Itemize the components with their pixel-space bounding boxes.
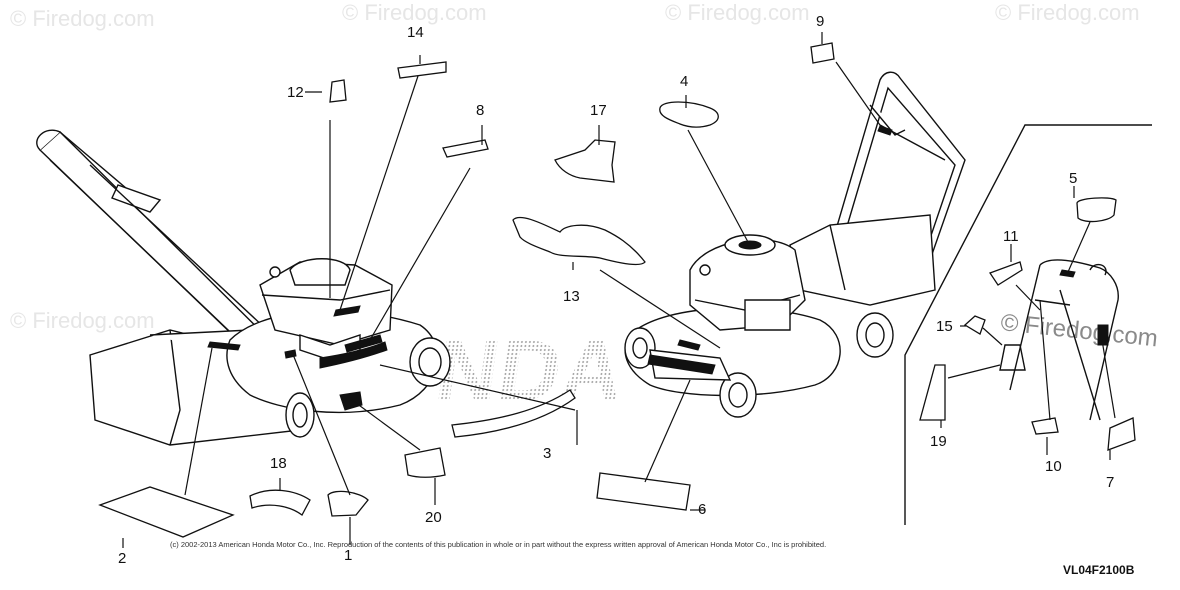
callout-9: 9 (816, 13, 824, 30)
decal-2 (98, 486, 235, 538)
callout-4: 4 (680, 73, 688, 90)
left-mower (36, 129, 451, 446)
callout-1: 1 (344, 547, 352, 564)
decal-19 (919, 364, 946, 421)
handle-detail-labels (1059, 269, 1109, 346)
callout-20: 20 (425, 509, 442, 526)
decal-9 (810, 42, 835, 64)
center-mower (624, 71, 966, 418)
decal-11 (989, 261, 1023, 286)
center-mower-labels (647, 125, 893, 375)
callout-12: 12 (287, 84, 304, 101)
callout-18: 18 (270, 455, 287, 472)
decal-15 (963, 315, 986, 335)
callout-17: 17 (590, 102, 607, 119)
decal-6 (596, 472, 691, 511)
callout-7: 7 (1106, 474, 1114, 491)
watermark-mid-left: © Firedog.com (10, 308, 155, 333)
decal-1 (327, 490, 369, 517)
decal-12 (329, 79, 347, 103)
callout-14: 14 (407, 24, 424, 41)
callout-10: 10 (1045, 458, 1062, 475)
decal-10 (1031, 417, 1059, 435)
callout-5: 5 (1069, 170, 1077, 187)
decal-7 (1107, 417, 1136, 451)
callout-8: 8 (476, 102, 484, 119)
decal-13 (512, 216, 646, 266)
leader-lines (122, 32, 1116, 548)
callout-3: 3 (543, 445, 551, 462)
decal-4 (659, 101, 719, 128)
decal-5 (1076, 197, 1117, 223)
callout-2: 2 (118, 550, 126, 567)
decal-8 (442, 139, 489, 158)
decal-17 (554, 139, 616, 183)
watermark-mid-right: © Firedog.com (999, 309, 1159, 352)
callout-15: 15 (936, 318, 953, 335)
watermark-top-left: © Firedog.com (10, 6, 155, 31)
decals (98, 42, 1136, 538)
left-mower-labels (207, 305, 388, 411)
watermark-top-right: © Firedog.com (995, 0, 1140, 25)
watermark-top-center: © Firedog.com (342, 0, 487, 25)
callout-11: 11 (1003, 228, 1019, 245)
decal-20 (404, 447, 446, 478)
callout-6: 6 (698, 501, 706, 518)
callout-19: 19 (930, 433, 947, 450)
decal-14 (397, 61, 447, 79)
callout-13: 13 (563, 288, 580, 305)
decal-3 (451, 389, 576, 438)
handle-detail (904, 124, 1152, 525)
watermark-top-center2: © Firedog.com (665, 0, 810, 25)
decal-18 (249, 489, 311, 516)
diagram-code: VL04F2100B (1063, 563, 1135, 577)
copyright-notice: (c) 2002-2013 American Honda Motor Co., … (170, 540, 827, 549)
callouts: 1 2 3 4 5 6 7 8 9 10 11 12 13 14 15 17 1… (118, 13, 1114, 567)
